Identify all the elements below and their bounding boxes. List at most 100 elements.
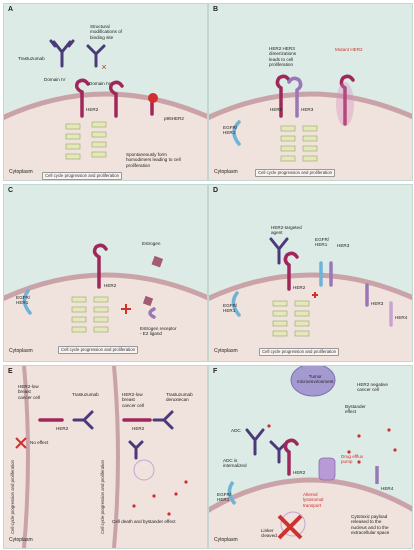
her2-label: HER2 bbox=[86, 107, 99, 112]
cross-icon bbox=[121, 304, 131, 314]
panel-label: C bbox=[8, 187, 14, 194]
estrogen-receptor-label: Estrogen receptor - E2 ligand bbox=[140, 326, 177, 337]
her2-label: HER2 bbox=[270, 107, 283, 112]
cell-cycle-vertical-label: Cell cycle progression and proliferation bbox=[10, 459, 15, 534]
receptor-icon bbox=[22, 289, 32, 315]
her3-label: HER3 bbox=[371, 301, 384, 306]
antibody-icon bbox=[269, 237, 289, 265]
cytoplasm-label: Cytoplasm bbox=[9, 348, 33, 354]
dimerization-text: HER2 HER3 dimerizations leads to cell pr… bbox=[269, 46, 297, 67]
estrogen-label: Estrogen bbox=[142, 241, 161, 246]
cell-cycle-box: Cell cycle progression and proliferation bbox=[58, 346, 139, 354]
her4-label: HER4 bbox=[395, 315, 408, 320]
linker-cleaved-label: Linker cleaved bbox=[261, 528, 277, 539]
cross-icon bbox=[312, 292, 318, 298]
cell-death-label: Cell death and bystander effect bbox=[112, 519, 176, 524]
receptor-icon bbox=[275, 74, 291, 118]
panel-a-graphic: × bbox=[4, 39, 207, 180]
panel-label: B bbox=[213, 6, 219, 13]
mutant-her2-label: Mutant HER2 bbox=[335, 47, 363, 52]
panel-c-graphic bbox=[4, 243, 207, 361]
cell-cycle-vertical-label: Cell cycle progression and proliferation bbox=[100, 459, 105, 534]
panel-a: × A Structural modifications of binding … bbox=[3, 3, 208, 181]
her2-low-cell-label: HER2-low breast cancer cell bbox=[18, 384, 40, 400]
pump-icon bbox=[318, 457, 336, 481]
structural-text: Structural modifications of binding site bbox=[90, 24, 122, 40]
altered-transport-label: Altered lysosomal transport bbox=[303, 492, 324, 508]
her2-label: HER2 bbox=[293, 285, 306, 290]
panel-d-graphic bbox=[209, 237, 412, 361]
antibody-icon bbox=[245, 428, 289, 464]
estrogen-square-icon bbox=[142, 295, 154, 307]
cytoplasm-label: Cytoplasm bbox=[214, 169, 238, 175]
panel-b: B HER2 HER3 dimerizations leads to cell … bbox=[208, 3, 413, 181]
adc-label: ADC bbox=[231, 428, 241, 433]
her2-label: HER2 bbox=[132, 426, 145, 431]
receptor-icon bbox=[283, 438, 299, 476]
receptor-icon bbox=[283, 251, 299, 291]
cell-cycle-box: Cell cycle progression and proliferation bbox=[42, 172, 123, 180]
receptor-icon bbox=[339, 74, 355, 126]
adc-internalized-label: ADC is internalized bbox=[223, 458, 247, 469]
cytoplasm-label: Cytoplasm bbox=[214, 537, 238, 543]
her2-negative-label: HER2 negative cancer cell bbox=[357, 382, 388, 393]
egfr-label: EGFR/ HER1 bbox=[223, 303, 238, 314]
cytoplasm-label: Cytoplasm bbox=[9, 537, 33, 543]
payload-droplet-icon bbox=[267, 424, 397, 464]
domain-iv-label: Domain IV bbox=[89, 81, 111, 86]
receptor-icon bbox=[227, 480, 237, 506]
panel-label: E bbox=[8, 368, 13, 375]
panel-e: E HER2-low breast cancer cell Trastuzuma… bbox=[3, 365, 208, 549]
her2-label: HER2 bbox=[56, 426, 69, 431]
trastuzumab-deruxtecan-label: Trastuzumab deruxtecan bbox=[166, 392, 193, 403]
panel-f: F Tumor microenvironment HER2 negative c… bbox=[208, 365, 413, 549]
panel-label: D bbox=[213, 187, 219, 194]
payload-droplet-icon bbox=[132, 480, 188, 516]
panel-label: F bbox=[213, 368, 218, 375]
receptor-icon bbox=[148, 307, 156, 319]
receptor-icon bbox=[232, 120, 241, 146]
bystander-effect-label: Bystander effect bbox=[345, 404, 366, 415]
her2-label: HER2 bbox=[293, 470, 306, 475]
panel-e-graphic bbox=[4, 366, 207, 548]
panel-f-graphic bbox=[209, 366, 412, 548]
domain-iv-label: Domain IV bbox=[44, 77, 66, 82]
drug-efflux-label: Drug efflux pump bbox=[341, 454, 364, 465]
egfr-label: EGFR/ HER1 bbox=[315, 237, 330, 248]
cytotoxic-payload-label: Cytotoxic payload released to the nucleu… bbox=[351, 514, 390, 535]
cross-icon bbox=[15, 437, 27, 449]
her2-label: HER2 bbox=[104, 283, 117, 288]
egfr-label: EGFR/ HER1 bbox=[223, 125, 238, 136]
egfr-label: EGFR/ HER1 bbox=[16, 295, 31, 306]
cell-cycle-box: Cell cycle progression and proliferation bbox=[259, 348, 340, 356]
receptor-icon bbox=[287, 76, 303, 118]
cross-icon bbox=[277, 514, 303, 540]
no-effect-label: No effect bbox=[30, 440, 49, 445]
panel-b-graphic bbox=[209, 74, 412, 180]
mutation-star-icon bbox=[148, 93, 158, 103]
her4-label: HER4 bbox=[381, 486, 394, 491]
her3-label: HER3 bbox=[301, 107, 314, 112]
cytoplasm-label: Cytoplasm bbox=[214, 348, 238, 354]
estrogen-square-icon bbox=[151, 255, 164, 268]
her3-label: HER3 bbox=[337, 243, 350, 248]
cross-icon: × bbox=[101, 62, 106, 72]
receptor-icon bbox=[92, 243, 108, 289]
panel-d: D HER2-targeted agent EGFR/ HER1 HER3 HE… bbox=[208, 184, 413, 362]
tumor-microenvironment-label: Tumor microenvironment bbox=[297, 374, 334, 385]
homodimers-text: Spontaneously form homodimers leading to… bbox=[126, 152, 181, 168]
trastuzumab-label: Trastuzumab bbox=[18, 56, 45, 61]
panel-c: C Estrogen HER2 EGFR/ HER1 Estrogen rece… bbox=[3, 184, 208, 362]
antibody-icon bbox=[86, 44, 106, 68]
trastuzumab-label: Trastuzumab bbox=[72, 392, 99, 397]
egfr-label: EGFR/ HER1 bbox=[217, 492, 232, 503]
her2-low-cell-label: HER2-low breast cancer cell bbox=[122, 392, 144, 408]
antibody-icon bbox=[72, 410, 174, 460]
cell-cycle-box: Cell cycle progression and proliferation bbox=[255, 169, 336, 177]
her2-targeted-agent-label: HER2-targeted agent bbox=[271, 225, 302, 236]
cytoplasm-label: Cytoplasm bbox=[9, 169, 33, 175]
receptor-icon bbox=[231, 291, 241, 317]
panel-label: A bbox=[8, 6, 14, 13]
p95her2-label: p95HER2 bbox=[164, 116, 184, 121]
antibody-icon bbox=[49, 39, 75, 68]
